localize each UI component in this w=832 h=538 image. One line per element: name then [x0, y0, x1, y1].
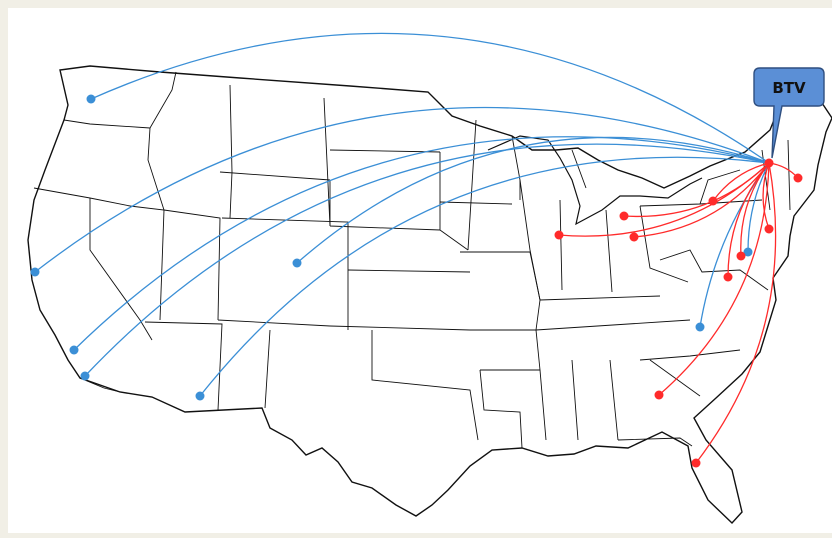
border-nc-sc [639, 349, 741, 397]
west-destination-3 [80, 371, 90, 381]
border-il-in [519, 179, 613, 301]
east-route-5 [762, 162, 770, 230]
us-outline [27, 65, 832, 525]
border-co-ks [221, 217, 349, 330]
east-destination-4 [554, 230, 564, 240]
west-route-7 [747, 162, 770, 253]
border-ca-nv [89, 198, 153, 341]
border-ms-al [539, 359, 619, 441]
west-destination-4 [292, 258, 302, 268]
border-wv-va [659, 249, 769, 291]
east-destination-7 [723, 272, 733, 282]
us-route-map: BTV [8, 8, 832, 533]
great-lakes [487, 135, 703, 226]
border-ne-ks [347, 152, 471, 273]
east-route-6 [740, 162, 770, 257]
border-ar-la [479, 369, 523, 449]
east-destination-0 [793, 173, 803, 183]
west-route-0 [90, 32, 770, 164]
east-destination-3 [629, 232, 639, 242]
border-tn-ky [535, 295, 691, 331]
west-destination-1 [30, 267, 40, 277]
east-route-1 [712, 162, 770, 202]
border-ok-tx [329, 325, 479, 441]
east-destination-9 [691, 458, 701, 468]
west-route-3 [84, 143, 770, 377]
map-canvas: BTV [27, 32, 832, 525]
border-wi-mi [511, 135, 587, 200]
west-route-1 [34, 106, 770, 273]
east-destination-8 [654, 390, 664, 400]
east-route-8 [658, 162, 770, 396]
east-destination-2 [619, 211, 629, 221]
west-destination-0 [86, 94, 96, 104]
hub-marker [764, 158, 774, 168]
hub-callout-box [753, 67, 825, 159]
border-ny-ne [699, 139, 791, 211]
border-ca-south [79, 377, 121, 393]
border-id [147, 71, 177, 211]
east-route-7 [727, 162, 770, 278]
us-landmass [27, 65, 832, 525]
west-route-2 [73, 136, 770, 351]
west-destination-2 [69, 345, 79, 355]
west-route-4 [296, 136, 770, 264]
border-ga-fl [617, 437, 693, 447]
hub-code-label: BTV [772, 79, 806, 97]
west-destination-7 [743, 247, 753, 257]
east-route-3 [633, 162, 770, 238]
border-ut-co [163, 209, 331, 327]
west-route-5 [199, 156, 770, 397]
west-destination-5 [195, 391, 205, 401]
east-destination-6 [736, 251, 746, 261]
east-route-4 [558, 162, 770, 237]
east-destination-5 [764, 224, 774, 234]
border-dakotas [323, 97, 441, 231]
west-destination-6 [695, 322, 705, 332]
east-destination-1 [708, 196, 718, 206]
border-mo-ar [470, 329, 541, 371]
destination-points [30, 94, 803, 468]
flight-routes [34, 32, 799, 464]
border-mn-ia [439, 119, 513, 251]
east-route-9 [695, 162, 777, 464]
hub-callout: BTV [753, 67, 825, 159]
border-wa-or [63, 119, 151, 129]
state-borders [33, 71, 791, 449]
border-az-nm [144, 321, 271, 411]
west-route-6 [699, 162, 770, 328]
